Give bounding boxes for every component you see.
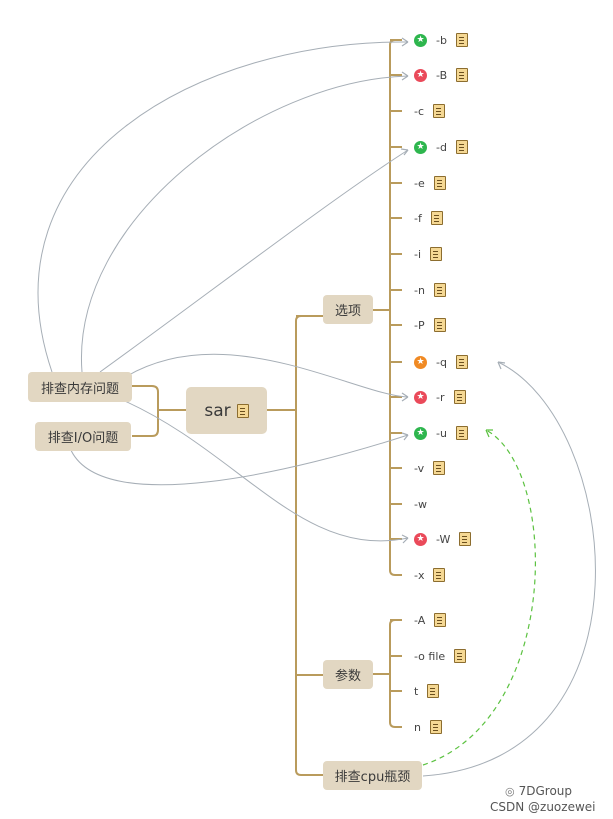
- watermark-brand: ◎7DGroup: [505, 784, 572, 798]
- option-label: -u: [436, 426, 447, 440]
- star-orange-icon: ★: [414, 355, 427, 369]
- note-icon[interactable]: [433, 283, 446, 297]
- option-label: -q: [436, 355, 447, 369]
- note-icon[interactable]: [456, 68, 469, 82]
- relation-cpu-to-q: [422, 361, 596, 777]
- star-red-icon: ★: [414, 532, 427, 546]
- param-label: -o file: [414, 649, 446, 663]
- relation-io-to-u: [69, 434, 409, 486]
- note-icon[interactable]: [433, 318, 446, 332]
- param-item[interactable]: -A: [414, 612, 447, 628]
- option-label: -n: [414, 283, 425, 297]
- option-item[interactable]: -f: [414, 210, 443, 226]
- param-item[interactable]: t: [414, 683, 440, 699]
- note-icon[interactable]: [429, 720, 442, 734]
- relation-memory-to-b: [37, 41, 409, 373]
- relation-memory-to-r: [94, 353, 409, 401]
- root-topic[interactable]: sar: [186, 387, 267, 434]
- branch-options-label: 选项: [334, 304, 361, 319]
- star-red-icon: ★: [414, 390, 427, 404]
- option-item[interactable]: ★ -q: [414, 354, 468, 370]
- option-label: -x: [414, 568, 425, 582]
- note-icon[interactable]: [433, 461, 446, 475]
- option-item[interactable]: -c: [414, 103, 446, 119]
- option-item[interactable]: ★ -r: [414, 389, 466, 405]
- note-icon[interactable]: [455, 33, 468, 47]
- relation-cpu-to-u-dashed: [422, 429, 536, 766]
- topic-memory-label: 排查内存问题: [40, 381, 119, 397]
- star-red-icon: ★: [414, 68, 427, 82]
- note-icon[interactable]: [455, 426, 468, 440]
- note-icon[interactable]: [433, 176, 446, 190]
- option-item[interactable]: -n: [414, 282, 446, 298]
- topic-io-label: 排查I/O问题: [47, 431, 119, 446]
- topic-memory[interactable]: 排查内存问题: [28, 372, 132, 402]
- option-label: -i: [414, 247, 422, 261]
- option-label: -e: [414, 176, 425, 190]
- note-icon[interactable]: [236, 403, 249, 418]
- side-topics-joiner: [132, 385, 186, 437]
- option-label: -B: [436, 68, 448, 82]
- relation-memory-to-B: [81, 75, 409, 373]
- note-icon[interactable]: [454, 649, 467, 663]
- note-icon[interactable]: [433, 104, 446, 118]
- note-icon[interactable]: [455, 140, 468, 154]
- option-item[interactable]: -w: [414, 496, 427, 512]
- option-label: -c: [414, 104, 425, 118]
- relation-memory-to-d: [99, 149, 409, 373]
- watermark-brand-text: 7DGroup: [518, 784, 573, 798]
- option-label: -w: [414, 497, 427, 511]
- branch-trunk: [295, 315, 323, 776]
- note-icon[interactable]: [459, 532, 472, 546]
- option-label: -W: [436, 532, 451, 546]
- option-item[interactable]: -P: [414, 317, 446, 333]
- option-item[interactable]: -i: [414, 246, 443, 262]
- option-item[interactable]: ★ -W: [414, 531, 472, 547]
- star-green-icon: ★: [414, 140, 427, 154]
- option-item[interactable]: ★ -u: [414, 425, 468, 441]
- branch-params[interactable]: 参数: [323, 660, 373, 689]
- option-item[interactable]: ★ -b: [414, 32, 468, 48]
- note-icon[interactable]: [455, 355, 468, 369]
- branch-cpu[interactable]: 排查cpu瓶颈: [323, 761, 422, 790]
- branch-cpu-label: 排查cpu瓶颈: [334, 770, 411, 785]
- option-item[interactable]: -x: [414, 567, 446, 583]
- param-item[interactable]: n: [414, 719, 442, 735]
- option-item[interactable]: -e: [414, 175, 446, 191]
- star-green-icon: ★: [414, 33, 427, 47]
- relation-memory-to-W: [117, 397, 409, 542]
- option-item[interactable]: -v: [414, 460, 446, 476]
- note-icon[interactable]: [430, 211, 443, 225]
- option-item[interactable]: ★ -d: [414, 139, 468, 155]
- root-label: sar: [204, 400, 231, 421]
- note-icon[interactable]: [427, 684, 440, 698]
- branch-params-label: 参数: [334, 669, 361, 684]
- option-label: -P: [414, 318, 425, 332]
- wechat-icon: ◎: [505, 785, 515, 798]
- option-label: -v: [414, 461, 425, 475]
- param-item[interactable]: -o file: [414, 648, 467, 664]
- param-label: -A: [414, 613, 426, 627]
- option-label: -r: [436, 390, 445, 404]
- option-item[interactable]: ★ -B: [414, 67, 469, 83]
- star-green-icon: ★: [414, 426, 427, 440]
- option-label: -f: [414, 211, 422, 225]
- topic-io[interactable]: 排查I/O问题: [35, 422, 131, 451]
- note-icon[interactable]: [430, 247, 443, 261]
- note-icon[interactable]: [434, 613, 447, 627]
- option-label: -b: [436, 33, 447, 47]
- watermark-credit: CSDN @zuozewei: [490, 800, 596, 814]
- param-label: n: [414, 720, 421, 734]
- param-label: t: [414, 684, 419, 698]
- option-label: -d: [436, 140, 447, 154]
- note-icon[interactable]: [433, 568, 446, 582]
- branch-options[interactable]: 选项: [323, 295, 373, 324]
- note-icon[interactable]: [453, 390, 466, 404]
